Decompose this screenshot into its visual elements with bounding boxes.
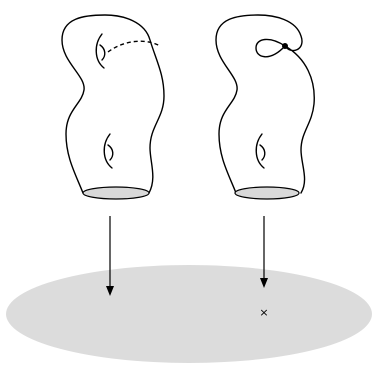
- smooth-lower-handle: [104, 134, 112, 168]
- singular-lower-handle: [256, 134, 264, 168]
- singular-lower-handle-inner: [260, 145, 265, 160]
- smooth-fiber-boundary: [83, 187, 149, 199]
- singular-fiber: [216, 15, 314, 199]
- smooth-upper-handle: [96, 34, 104, 68]
- singular-fiber-outline: [216, 15, 314, 193]
- singular-fiber-boundary: [235, 187, 299, 199]
- node-point: [282, 43, 288, 49]
- smooth-lower-handle-inner: [108, 145, 113, 160]
- base-disk: [6, 265, 372, 363]
- smooth-fiber: [62, 15, 164, 199]
- smooth-upper-handle-inner: [100, 45, 105, 60]
- critical-value-marker: ×: [259, 306, 268, 319]
- pinched-loop: [256, 39, 285, 56]
